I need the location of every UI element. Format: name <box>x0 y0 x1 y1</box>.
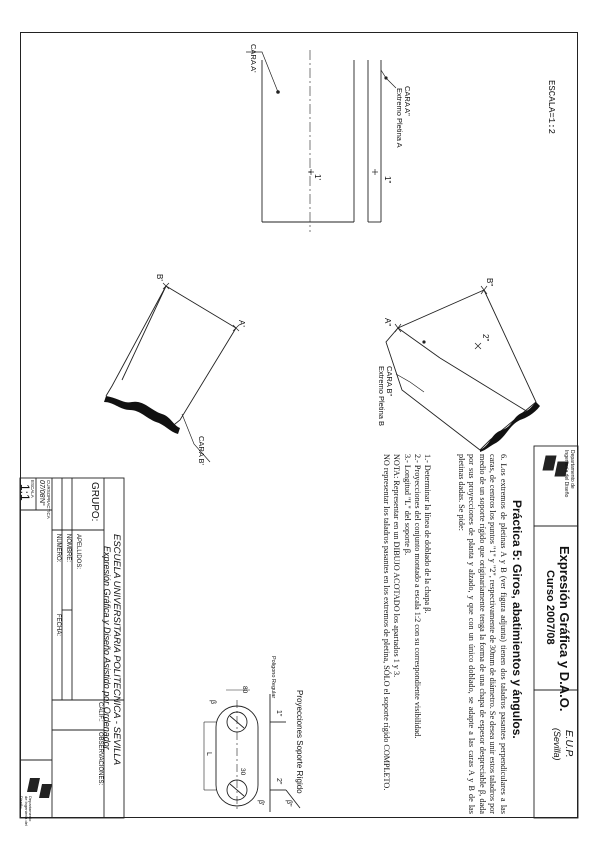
task-1: 1.- Determinar la línea de doblado de la… <box>423 454 432 614</box>
label-point-1p: 1' <box>313 174 322 180</box>
tb-curso-value: 07/08 <box>38 480 45 498</box>
label-cara-b2: CARA B" <box>385 366 394 397</box>
tb-observaciones: OBSERVACIONES: <box>97 732 103 786</box>
tb-apellidos: APELLIDOS: <box>75 534 81 570</box>
support-title: Proyecciones Soporte Rígido <box>295 690 304 794</box>
label-a2: A" <box>383 318 392 327</box>
label-cara-a2: CARA A" <box>403 86 412 116</box>
support-dim-30: 30 <box>239 768 246 776</box>
dept-logo-header <box>533 445 579 819</box>
dept-logo-footer <box>27 778 52 798</box>
header-title: Expresión Gráfica y D.A.O. <box>557 546 572 712</box>
scale-note: ESCALA=1:2 <box>546 80 556 135</box>
pletina-a-elevation <box>367 60 382 223</box>
support-projection <box>203 689 301 812</box>
header-school: E.U.P. <box>563 730 574 758</box>
practice-paragraph: 6. Los extremos de pletinas A y B (ver f… <box>456 454 508 814</box>
label-b2: B" <box>485 278 494 287</box>
practice-tasks: 1.- Determinar la línea de doblado de la… <box>381 454 432 818</box>
support-label-1: 1" <box>275 710 282 717</box>
pletina-b-plan-break-shading <box>104 396 180 434</box>
tb-calif: CALIF.: <box>97 702 103 722</box>
support-label-beta2: β" <box>285 800 292 807</box>
task-note: NOTA: Representar en un DIBUJO ACOTADO l… <box>392 454 402 678</box>
tb-nombre: NOMBRE: <box>65 534 71 563</box>
pletina-a-plan <box>261 50 355 232</box>
label-extremo-b: Extremo Pletina B <box>377 366 386 427</box>
title-block <box>19 477 125 819</box>
tb-dept-logo-caption: Departamento de Ingeniería del Diseño <box>19 796 33 826</box>
label-cara-a1: CARA A' <box>249 44 258 73</box>
task-note-2: NO representar los taladros pasantes en … <box>382 454 392 791</box>
support-dim-l: L <box>205 752 212 756</box>
dept-logo-caption: Departamento de Ingeniería del Diseño <box>563 450 576 498</box>
label-a1: A' <box>237 320 246 327</box>
pletina-b-plan <box>105 285 237 429</box>
tb-fecha: FECHA: <box>55 614 61 637</box>
tb-numero: NUMERO: <box>55 534 61 563</box>
tb-grupo: GRUPO: <box>89 482 100 522</box>
tb-practica-label: PRACTICA <box>46 496 51 519</box>
tb-subject: Expresión Gráfica y Diseño Asistido por … <box>102 546 112 750</box>
support-dim-80: 80 <box>241 686 248 694</box>
task-2: 2.- Proyecciones del conjunto montado a … <box>412 454 422 739</box>
practice-title: Práctica 5: Giros, abatimientos y ángulo… <box>510 500 524 739</box>
support-label-beta: β <box>209 700 216 705</box>
tb-escala-value: 1:1 <box>18 484 32 501</box>
tb-curso-label: CURSO <box>46 480 51 497</box>
label-p2: 2" <box>481 334 490 342</box>
pletina-b-elevation <box>385 289 537 451</box>
label-b1: B' <box>155 274 164 281</box>
label-point-1pp: 1" <box>383 176 392 184</box>
support-label-2: 2" <box>275 778 282 785</box>
label-cara-b1: CARA B' <box>197 436 206 465</box>
pletina-b-break-shading <box>480 402 540 452</box>
support-caption: Poligono Regular <box>270 656 276 699</box>
tb-practica-value: N° <box>38 498 45 506</box>
label-extremo-a: Extremo Pletina A <box>395 88 404 148</box>
header-course: Curso 2007/08 <box>544 570 556 645</box>
support-label-beta1: β' <box>257 800 264 806</box>
drawing-sheet <box>20 32 578 818</box>
task-3: 3.- Longitud "L" del soporte β. <box>402 454 412 556</box>
tb-school: ESCUELA UNIVERSITARIA POLITECNICA - SEVI… <box>111 534 122 766</box>
header-city: (Sevilla) <box>552 728 562 761</box>
